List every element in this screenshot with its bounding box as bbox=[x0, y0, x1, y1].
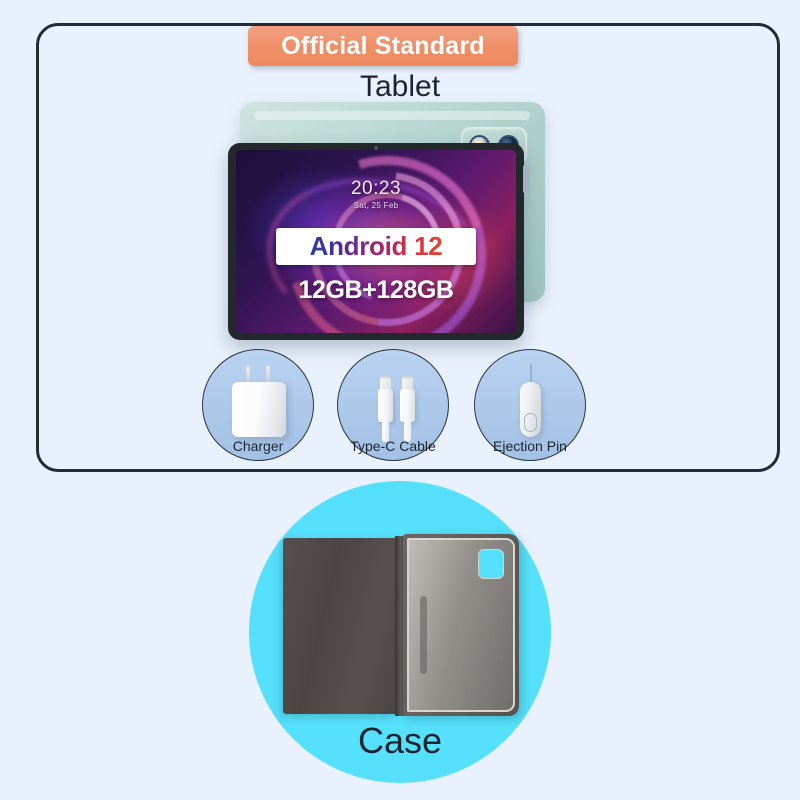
accessory-ejection-pin bbox=[474, 349, 586, 461]
sim-ejection-pin-ring bbox=[524, 413, 537, 432]
power-adapter-icon bbox=[246, 366, 250, 384]
tablet-front-body: 20:23 Sat, 25 Feb Android 12 12GB+128GB bbox=[228, 143, 529, 340]
usb-c-cable-icon bbox=[400, 376, 415, 442]
power-adapter-icon bbox=[266, 366, 270, 384]
case-spine bbox=[395, 536, 405, 716]
case-speaker-cutout bbox=[420, 596, 427, 674]
case-tablet-tray bbox=[407, 538, 515, 712]
accessory-charger bbox=[202, 349, 314, 461]
official-standard-badge-label: Official Standard bbox=[281, 31, 485, 60]
case-camera-cutout bbox=[478, 549, 504, 579]
case-back-shell bbox=[403, 534, 519, 716]
case-front-cover bbox=[283, 538, 397, 714]
accessory-cable bbox=[337, 349, 449, 461]
usb-c-shell bbox=[400, 389, 415, 422]
lockscreen-clock: 20:23 bbox=[350, 178, 402, 199]
accessory-ejection-pin-label: Ejection Pin bbox=[493, 438, 567, 454]
tablet-package-panel bbox=[36, 23, 780, 472]
usb-c-tip bbox=[402, 376, 413, 390]
official-standard-badge: Official Standard bbox=[248, 26, 518, 66]
front-camera-icon bbox=[374, 145, 378, 150]
accessory-charger-label: Charger bbox=[232, 438, 284, 454]
lockscreen-date: Sat, 25 Feb bbox=[353, 201, 399, 210]
usb-c-tip bbox=[380, 376, 391, 390]
sim-ejection-pin-icon bbox=[530, 364, 532, 394]
android-version-label: Android 12 bbox=[309, 231, 443, 261]
memory-spec-label: 12GB+128GB bbox=[298, 276, 454, 304]
usb-c-wire bbox=[382, 420, 389, 442]
usb-c-shell bbox=[378, 389, 393, 422]
accessory-cable-label: Type-C Cable bbox=[350, 438, 436, 454]
tablet-screen: 20:23 Sat, 25 Feb Android 12 12GB+128GB bbox=[236, 150, 516, 333]
android-version-plate: Android 12 bbox=[276, 228, 476, 265]
case-section-title: Case bbox=[357, 720, 443, 761]
sim-ejection-pin-body bbox=[520, 382, 541, 437]
usb-c-cable-icon bbox=[378, 376, 393, 442]
antenna-band bbox=[254, 111, 530, 120]
tablet-folio-case-icon bbox=[283, 534, 519, 717]
tablet-section-title: Tablet bbox=[359, 70, 441, 103]
power-adapter-icon bbox=[232, 382, 286, 437]
power-button bbox=[523, 165, 529, 193]
usb-c-wire bbox=[404, 420, 411, 442]
